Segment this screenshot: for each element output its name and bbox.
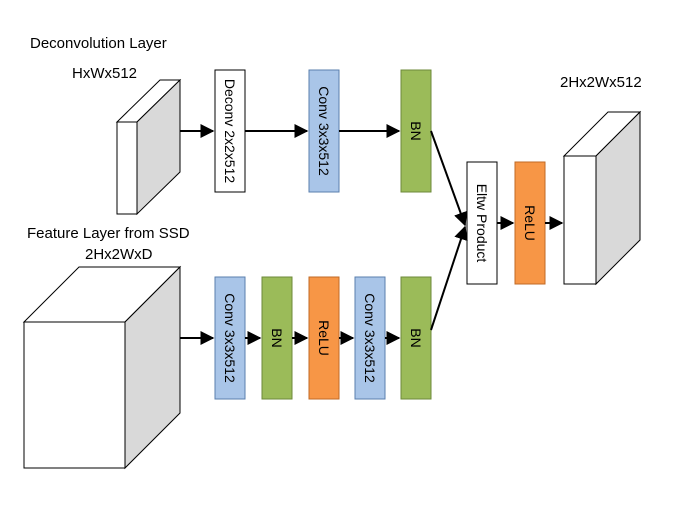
top-conv-block: Conv 3x3x512 (308, 69, 340, 193)
top-bn-block-label: BN (408, 121, 424, 140)
top-bn-block: BN (400, 69, 432, 193)
feature-size-label: 2Hx2WxD (85, 246, 153, 263)
bottom-conv1-block: Conv 3x3x512 (214, 276, 246, 400)
bottom-bn2-block: BN (400, 276, 432, 400)
output-relu-block-label: ReLU (522, 205, 538, 241)
output-relu-block: ReLU (514, 161, 546, 285)
bottom-conv2-block: Conv 3x3x512 (354, 276, 386, 400)
bottom-bn1-block: BN (261, 276, 293, 400)
arrow-bottom-bn-to-eltw (430, 225, 468, 331)
bottom-conv2-block-label: Conv 3x3x512 (362, 293, 378, 383)
deconv-block: Deconv 2x2x512 (214, 69, 246, 193)
feature-layer-cube (22, 265, 182, 470)
deconv-input-size-label: HxWx512 (72, 65, 137, 82)
deconv-input-cube (115, 78, 182, 216)
eltw-product-block: Eltw Product (466, 161, 498, 285)
feature-layer-label: Feature Layer from SSD (27, 225, 190, 242)
bottom-relu-block-label: ReLU (316, 320, 332, 356)
output-cube (562, 110, 642, 286)
deconvolution-layer-label: Deconvolution Layer (30, 35, 167, 52)
bottom-bn1-block-label: BN (269, 328, 285, 347)
top-conv-block-label: Conv 3x3x512 (316, 86, 332, 176)
bottom-conv1-block-label: Conv 3x3x512 (222, 293, 238, 383)
output-size-label: 2Hx2Wx512 (560, 74, 642, 91)
bottom-relu-block: ReLU (308, 276, 340, 400)
deconv-block-label: Deconv 2x2x512 (222, 79, 238, 184)
bottom-bn2-block-label: BN (408, 328, 424, 347)
arrow-top-bn-to-eltw (430, 130, 468, 227)
eltw-product-block-label: Eltw Product (474, 184, 490, 263)
